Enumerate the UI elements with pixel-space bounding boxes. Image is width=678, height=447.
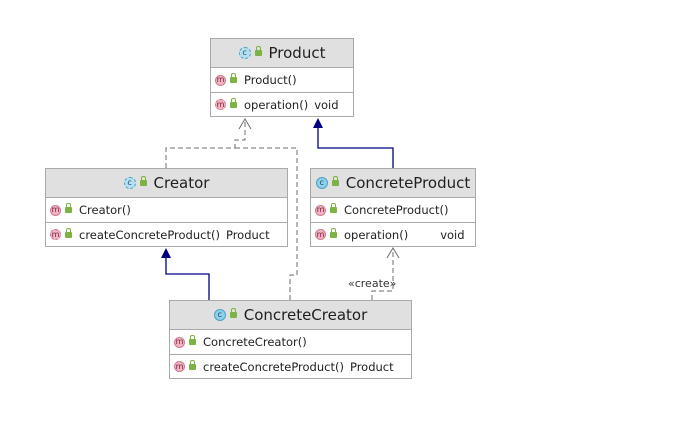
public-visibility-icon bbox=[65, 203, 72, 213]
class-concrete-creator[interactable]: c ConcreteCreator m ConcreteCreator() m … bbox=[169, 300, 412, 379]
abstract-class-icon: c bbox=[123, 177, 136, 189]
class-header: c Creator bbox=[46, 169, 287, 198]
public-visibility-icon bbox=[139, 176, 147, 186]
class-header: c ConcreteCreator bbox=[170, 301, 411, 330]
constructor-row[interactable]: m Creator() bbox=[46, 198, 287, 222]
member-name: createConcreteProduct() bbox=[79, 227, 220, 242]
concretecreator-creator-inheritance bbox=[165, 258, 210, 300]
member-name: operation() bbox=[344, 227, 409, 242]
method-row[interactable]: m operation() void bbox=[211, 92, 353, 116]
constructor-row[interactable]: m ConcreteCreator() bbox=[170, 330, 411, 354]
member-name: Creator() bbox=[79, 203, 131, 217]
class-product[interactable]: c Product m Product() m operation() void bbox=[210, 38, 354, 117]
public-visibility-icon bbox=[229, 308, 237, 318]
public-visibility-icon bbox=[230, 73, 237, 83]
constructor-row[interactable]: m ConcreteProduct() bbox=[311, 198, 475, 222]
method-row[interactable]: m operation() void bbox=[311, 222, 475, 246]
create-dependency bbox=[371, 248, 394, 300]
public-visibility-icon bbox=[189, 335, 196, 345]
concretecreator-product-dependency bbox=[235, 147, 298, 300]
class-name: ConcreteProduct bbox=[345, 174, 471, 192]
abstract-method-icon: m bbox=[215, 99, 226, 110]
member-return-type: Product bbox=[349, 359, 394, 374]
method-icon: m bbox=[50, 204, 61, 216]
create-dependency-arrowhead bbox=[386, 247, 400, 259]
class-header: c Product bbox=[211, 39, 353, 68]
public-visibility-icon bbox=[189, 359, 196, 370]
concreteproduct-product-inheritance bbox=[317, 128, 394, 168]
class-icon: c bbox=[213, 309, 226, 321]
method-row[interactable]: m createConcreteProduct() Product bbox=[170, 354, 411, 378]
member-name: ConcreteProduct() bbox=[344, 203, 449, 217]
member-return-type: void bbox=[440, 227, 465, 242]
member-return-type: Product bbox=[225, 227, 270, 242]
class-creator[interactable]: c Creator m Creator() m createConcretePr… bbox=[45, 168, 288, 247]
creator-product-dependency bbox=[165, 119, 246, 168]
creator-product-dependency-arrowhead bbox=[238, 118, 252, 130]
class-name: Creator bbox=[153, 174, 210, 192]
member-return-type: void bbox=[314, 97, 339, 112]
method-icon: m bbox=[174, 336, 185, 348]
member-name: Product() bbox=[244, 73, 297, 87]
concreteproduct-product-arrowhead bbox=[313, 118, 323, 128]
create-stereotype-label: «create» bbox=[348, 277, 397, 290]
concretecreator-creator-arrowhead bbox=[161, 248, 171, 258]
abstract-method-icon: m bbox=[50, 229, 61, 240]
abstract-class-icon: c bbox=[238, 47, 251, 59]
public-visibility-icon bbox=[65, 227, 72, 238]
constructor-row[interactable]: m Product() bbox=[211, 68, 353, 92]
class-concrete-product[interactable]: c ConcreteProduct m ConcreteProduct() m … bbox=[310, 168, 476, 247]
public-visibility-icon bbox=[254, 46, 262, 56]
member-name: createConcreteProduct() bbox=[203, 359, 344, 374]
public-visibility-icon bbox=[230, 97, 237, 108]
class-name: ConcreteCreator bbox=[243, 306, 368, 324]
method-icon: m bbox=[215, 74, 226, 86]
class-name: Product bbox=[268, 44, 326, 62]
member-name: operation() bbox=[244, 97, 309, 112]
method-icon: m bbox=[315, 229, 326, 240]
method-icon: m bbox=[174, 361, 185, 372]
public-visibility-icon bbox=[331, 176, 339, 186]
class-icon: c bbox=[315, 177, 328, 189]
method-icon: m bbox=[315, 204, 326, 216]
public-visibility-icon bbox=[330, 203, 337, 213]
method-row[interactable]: m createConcreteProduct() Product bbox=[46, 222, 287, 246]
public-visibility-icon bbox=[330, 227, 337, 238]
member-name: ConcreteCreator() bbox=[203, 335, 307, 349]
class-header: c ConcreteProduct bbox=[311, 169, 475, 198]
